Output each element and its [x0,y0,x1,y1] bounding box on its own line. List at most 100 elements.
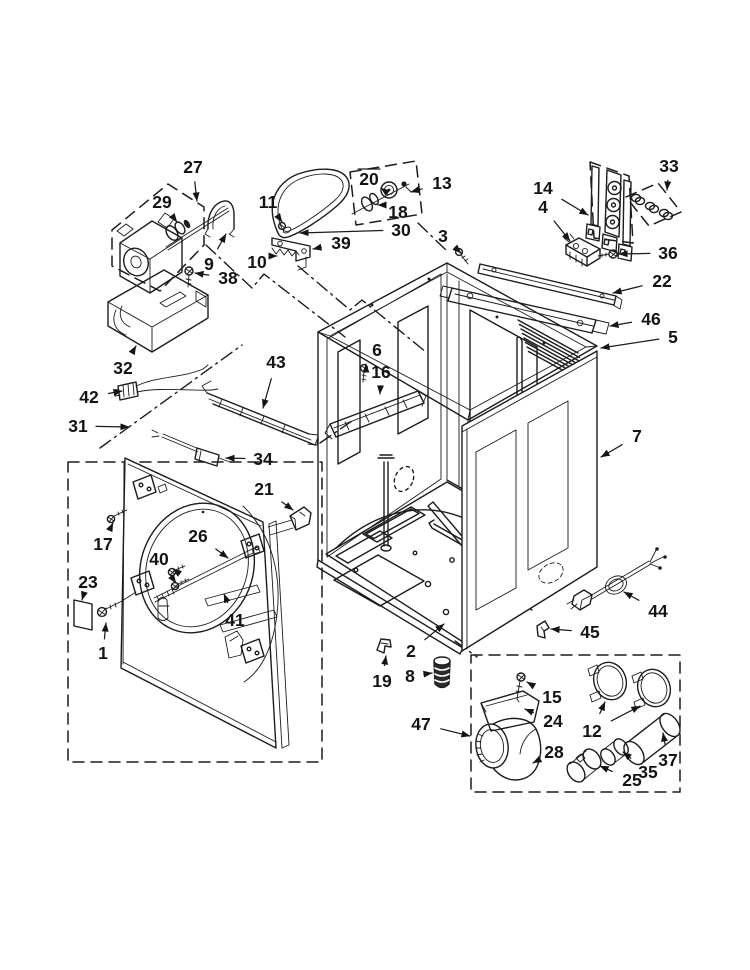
idler-spring-10 [271,247,300,257]
leader-arrow [225,454,246,462]
callout-40: 40 [149,549,183,584]
power-cord-44 [566,547,667,611]
callout-33: 33 [659,156,679,191]
leader-arrow [598,701,606,715]
leader-arrow [101,622,109,640]
leader-arrow [423,670,433,678]
clip-19 [376,638,392,654]
leader-arrow [600,444,623,458]
leader-arrow [172,568,183,577]
part-number: 35 [638,762,658,782]
support-rails-43 [201,380,319,446]
label-sticker-23 [73,599,93,631]
part-number: 22 [652,271,672,291]
callout-44: 44 [623,591,668,621]
leader-arrow [440,728,471,738]
callout-10: 10 [247,252,278,272]
callout-39: 39 [312,233,351,253]
part-number: 2 [406,641,416,661]
callout-5: 5 [600,327,678,351]
part-number: 17 [93,534,112,554]
part-number: 36 [658,243,678,263]
vent-ring-35 [600,738,629,766]
callout-22: 22 [612,271,672,295]
part-number: 34 [253,449,273,469]
part-number: 33 [659,156,679,176]
hinge-pin-26 [153,546,261,603]
callout-30: 30 [299,220,411,240]
part-number: 9 [204,254,214,274]
callout-16: 16 [371,362,391,395]
part-number: 37 [658,750,677,770]
mounting-bracket-21 [267,506,312,536]
callout-11: 11 [259,192,283,223]
panel-foot [224,630,244,659]
callout-4: 4 [538,197,571,242]
motor-pulley-29 [165,219,191,241]
callout-8: 8 [405,666,433,686]
leveling-leg-8 [433,656,451,689]
leader-arrow [194,270,210,278]
leader-arrow [618,250,651,258]
part-number: 25 [622,770,642,790]
drive-motor [116,212,183,294]
screw-11 [277,221,292,234]
leader-arrow [312,243,323,251]
leader-arrow [281,501,294,511]
leader-arrow [168,213,178,223]
drive-belt-30 [271,168,350,239]
part-number: 32 [113,358,133,378]
leader-arrow [216,233,227,250]
leader-arrow [532,755,543,764]
leader-arrow [526,681,537,690]
left-wall-embossing [337,305,429,493]
part-number: 20 [359,169,379,189]
support-brace-16 [324,390,427,440]
belt-guard-bracket-27 [204,200,235,238]
terminal-dashed-box-14 [589,161,634,244]
leader-arrow [622,751,632,761]
part-number: 47 [411,714,430,734]
leader-arrow [299,229,384,237]
callout-29: 29 [152,192,178,223]
terminal-block-area [439,161,682,335]
callout-12: 12 [582,701,641,741]
cordclip-dashed-box-33 [625,182,682,227]
part-number: 26 [188,526,208,546]
leader-arrow [452,244,462,254]
callout-28: 28 [532,742,564,764]
cone-pulley-18 [360,192,379,212]
callout-13: 13 [410,173,452,193]
top-brace-22 [477,263,623,310]
callout-27: 27 [183,157,203,202]
part-number: 1 [98,643,108,663]
part-number: 39 [331,233,351,253]
part-number: 46 [641,309,661,329]
callout-3: 3 [438,226,462,254]
callout-19: 19 [372,655,392,691]
callout-25: 25 [599,765,642,790]
leader-arrow [107,389,123,397]
vent-collar-25 [566,748,602,783]
screw-3 [454,247,469,265]
leader-arrow [550,626,572,634]
leader-arrow [600,338,660,351]
part-number: 12 [582,721,602,741]
idler-arm-39 [271,237,311,271]
part-number: 30 [391,220,411,240]
part-number: 18 [388,202,408,222]
callout-9: 9 [204,233,227,274]
part-number: 28 [544,742,564,762]
callout-7: 7 [600,426,642,458]
part-number: 13 [432,173,452,193]
leader-arrow [95,423,130,431]
callout-26: 26 [188,526,229,559]
rear-corner-post [446,273,460,488]
left-wall-interior [326,273,442,558]
motor-dashed-outline [111,183,205,292]
part-number: 14 [533,178,553,198]
leader-arrow [664,179,672,191]
callout-23: 23 [78,572,98,601]
callout-15: 15 [526,681,562,707]
